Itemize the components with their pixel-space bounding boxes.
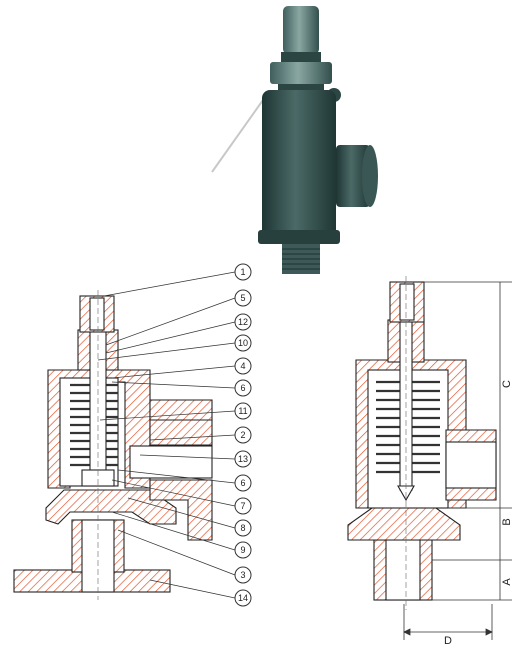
callout-label-5: 5 — [240, 293, 245, 303]
callout-label-2: 2 — [240, 430, 245, 440]
callout-circle-12 — [234, 313, 252, 331]
valve-inlet-thread — [282, 244, 320, 274]
valve-outlet-port — [336, 145, 370, 207]
callout-label-6: 6 — [240, 478, 245, 488]
callout-circle-3 — [234, 566, 252, 584]
callout-leader-2 — [149, 434, 236, 441]
left-cross-section — [13, 290, 213, 600]
dimension-lines — [403, 281, 512, 640]
callout-circle-2 — [234, 426, 252, 444]
callout-label-3: 3 — [240, 570, 245, 580]
callout-circle-5 — [234, 289, 252, 307]
callout-circle-11 — [234, 402, 252, 420]
callout-leader-10 — [97, 342, 236, 361]
valve-photo — [211, 6, 378, 274]
callout-label-4: 4 — [240, 361, 245, 371]
callout-leader-13 — [139, 454, 236, 460]
callout-label-11: 11 — [238, 406, 247, 416]
lever-wire — [211, 99, 264, 173]
callout-leader-6 — [117, 469, 236, 484]
callout-label-9: 9 — [240, 545, 245, 555]
callout-circle-13 — [234, 450, 252, 468]
callout-circle-6 — [234, 474, 252, 492]
callout-leader-9 — [111, 511, 236, 551]
callout-leader-12 — [105, 321, 236, 354]
callout-circle-7 — [234, 497, 252, 515]
callout-leader-6 — [111, 381, 236, 389]
callout-group: 1 5 12 10 4 6 11 2 13 6 7 8 9 3 14 — [97, 263, 252, 607]
callout-label-6: 6 — [240, 383, 245, 393]
callout-leader-3 — [117, 529, 236, 576]
callout-circle-10 — [234, 334, 252, 352]
callout-circle-6 — [234, 379, 252, 397]
callout-leader-14 — [149, 579, 236, 599]
callout-leader-11 — [99, 410, 236, 421]
callout-circle-8 — [234, 519, 252, 537]
dimension-d-label: D — [444, 635, 452, 647]
dimension-a-label: A — [501, 578, 513, 586]
valve-body — [262, 90, 336, 238]
callout-label-1: 1 — [240, 267, 245, 277]
callout-label-10: 10 — [238, 338, 248, 348]
dimension-b-label: B — [501, 518, 513, 525]
callout-label-14: 14 — [238, 593, 248, 603]
valve-top-cap — [283, 6, 319, 54]
callout-circle-14 — [234, 589, 252, 607]
right-cross-section — [347, 276, 497, 610]
callout-circle-4 — [234, 357, 252, 375]
dimension-c-label: C — [501, 380, 513, 388]
callout-label-7: 7 — [240, 501, 245, 511]
callout-leader-1 — [103, 271, 236, 297]
callout-circle-1 — [234, 263, 252, 281]
valve-hex-nut — [270, 62, 332, 84]
callout-leader-7 — [111, 479, 236, 507]
callout-label-13: 13 — [238, 454, 248, 464]
callout-circle-9 — [234, 541, 252, 559]
callout-leader-5 — [105, 297, 236, 346]
callout-leader-4 — [111, 365, 236, 379]
outlet-branch — [149, 419, 213, 446]
callout-label-12: 12 — [238, 317, 248, 327]
callout-leader-8 — [127, 497, 236, 529]
callout-label-8: 8 — [240, 523, 245, 533]
